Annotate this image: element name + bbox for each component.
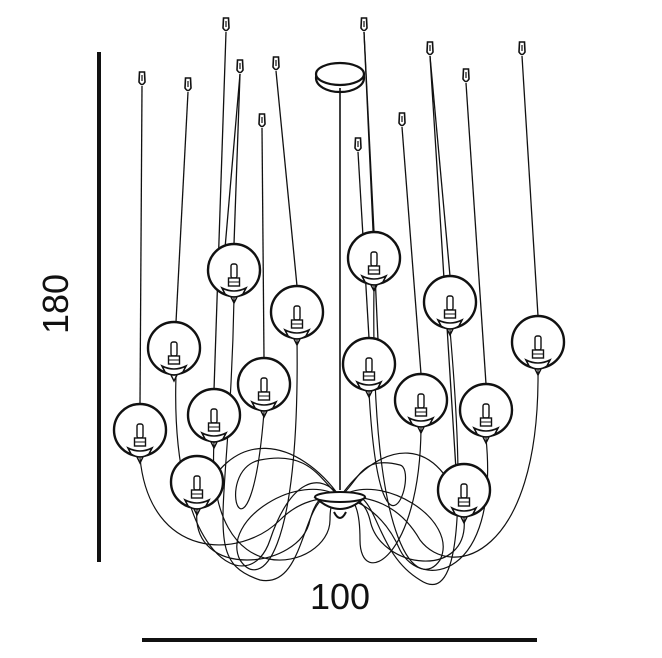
bulb-icon — [227, 263, 241, 287]
bulb-icon — [167, 341, 181, 365]
height-dimension-label: 180 — [35, 274, 76, 334]
hook-icon — [462, 68, 470, 83]
hook-icon — [236, 59, 244, 74]
ceiling-canopy-icon — [314, 61, 366, 490]
hook-icon — [426, 41, 434, 56]
globe-lamp-icon — [393, 372, 449, 435]
globe-lamp-icon — [458, 382, 514, 445]
bulb-icon — [414, 393, 428, 417]
hook-icon — [398, 112, 406, 127]
hook-icon — [138, 71, 146, 86]
globe-lamp-icon — [186, 387, 242, 450]
bulb-icon — [367, 251, 381, 275]
globe-lamp-icon — [436, 462, 492, 525]
width-dimension-label: 100 — [310, 576, 370, 617]
globe-lamp-icon — [112, 402, 168, 465]
bulb-icon — [190, 475, 204, 499]
globe-lamp-icon — [510, 314, 566, 377]
hook-icon — [184, 77, 192, 92]
center-hub-icon — [313, 491, 367, 519]
hook-icon — [258, 113, 266, 128]
bulb-icon — [207, 408, 221, 432]
bulb-icon — [133, 423, 147, 447]
hook-icon — [354, 137, 362, 152]
globe-lamp-icon — [422, 274, 478, 337]
bulb-icon — [290, 305, 304, 329]
bulb-icon — [257, 377, 271, 401]
globe-lamp-icon — [236, 356, 292, 419]
hook-icon — [518, 41, 526, 56]
hooks — [138, 17, 526, 152]
globe-lamp-icon — [341, 336, 397, 399]
globe-lamp-icon — [146, 320, 202, 383]
hook-icon — [272, 56, 280, 71]
globe-lamps — [112, 230, 566, 525]
looping-cables — [139, 285, 539, 585]
globe-lamp-icon — [169, 454, 225, 517]
bulb-icon — [443, 295, 457, 319]
suspension-cables — [139, 31, 539, 471]
bulb-icon — [531, 335, 545, 359]
bulb-icon — [362, 357, 376, 381]
hook-icon — [222, 17, 230, 32]
globe-lamp-icon — [206, 242, 262, 305]
bulb-icon — [479, 403, 493, 427]
globe-lamp-icon — [269, 284, 325, 347]
globe-lamp-icon — [346, 230, 402, 293]
hook-icon — [360, 17, 368, 32]
bulb-icon — [457, 483, 471, 507]
